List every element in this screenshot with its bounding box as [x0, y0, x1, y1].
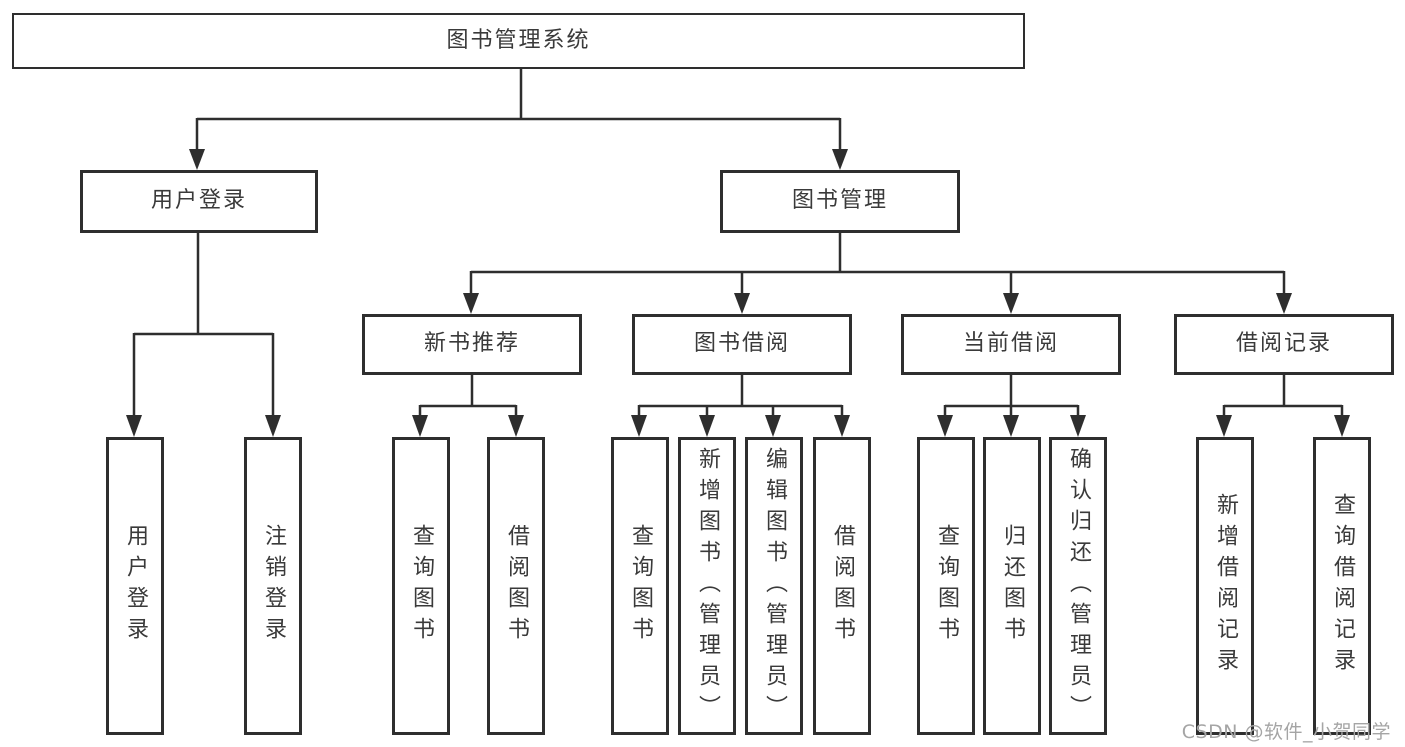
node-label: 借阅图书 [504, 524, 529, 648]
leaf-add-borrow-record: 新增借阅记录 [1196, 437, 1254, 735]
node-label: 新增借阅记录 [1213, 493, 1238, 679]
node-book-management: 图书管理 [720, 170, 960, 233]
leaf-return-books: 归还图书 [983, 437, 1041, 735]
leaf-query-books-current: 查询图书 [917, 437, 975, 735]
arrowheads [126, 149, 1350, 437]
node-label: 查询借阅记录 [1330, 493, 1355, 679]
node-label: 注销登录 [261, 524, 286, 648]
node-label: 用户登录 [150, 188, 247, 214]
node-label: 借阅记录 [1235, 331, 1332, 357]
leaf-query-books-borrow: 查询图书 [611, 437, 669, 735]
leaf-query-books-recommend: 查询图书 [392, 437, 450, 735]
connector-stems [132, 69, 1344, 418]
node-current-borrow: 当前借阅 [901, 314, 1121, 375]
node-label: 编辑图书（管理员） [762, 446, 787, 726]
leaf-confirm-return-admin: 确认归还（管理员） [1049, 437, 1107, 735]
node-label: 查询图书 [628, 524, 653, 648]
leaf-edit-books-admin: 编辑图书（管理员） [745, 437, 803, 735]
leaf-user-login: 用户登录 [106, 437, 164, 735]
leaf-query-borrow-record: 查询借阅记录 [1313, 437, 1371, 735]
node-label: 图书借阅 [693, 331, 790, 357]
node-library-management-system: 图书管理系统 [12, 13, 1025, 69]
node-label: 查询图书 [409, 524, 434, 648]
node-label: 图书管理 [791, 188, 888, 214]
node-label: 用户登录 [123, 524, 148, 648]
node-label: 当前借阅 [962, 331, 1059, 357]
csdn-watermark: CSDN @软件_小贺同学 [1181, 721, 1391, 743]
leaf-borrow-books-borrow: 借阅图书 [813, 437, 871, 735]
node-label: 借阅图书 [830, 524, 855, 648]
leaf-logout: 注销登录 [244, 437, 302, 735]
node-label: 确认归还（管理员） [1066, 446, 1091, 726]
node-book-borrow: 图书借阅 [632, 314, 852, 375]
node-label: 新书推荐 [423, 331, 520, 357]
node-label: 归还图书 [1000, 524, 1025, 648]
node-label: 图书管理系统 [446, 27, 591, 53]
leaf-add-books-admin: 新增图书（管理员） [678, 437, 736, 735]
node-new-book-recommend: 新书推荐 [362, 314, 582, 375]
node-borrow-records: 借阅记录 [1174, 314, 1394, 375]
node-label: 查询图书 [934, 524, 959, 648]
node-label: 新增图书（管理员） [695, 446, 720, 726]
node-user-login: 用户登录 [80, 170, 318, 233]
leaf-borrow-books-recommend: 借阅图书 [487, 437, 545, 735]
